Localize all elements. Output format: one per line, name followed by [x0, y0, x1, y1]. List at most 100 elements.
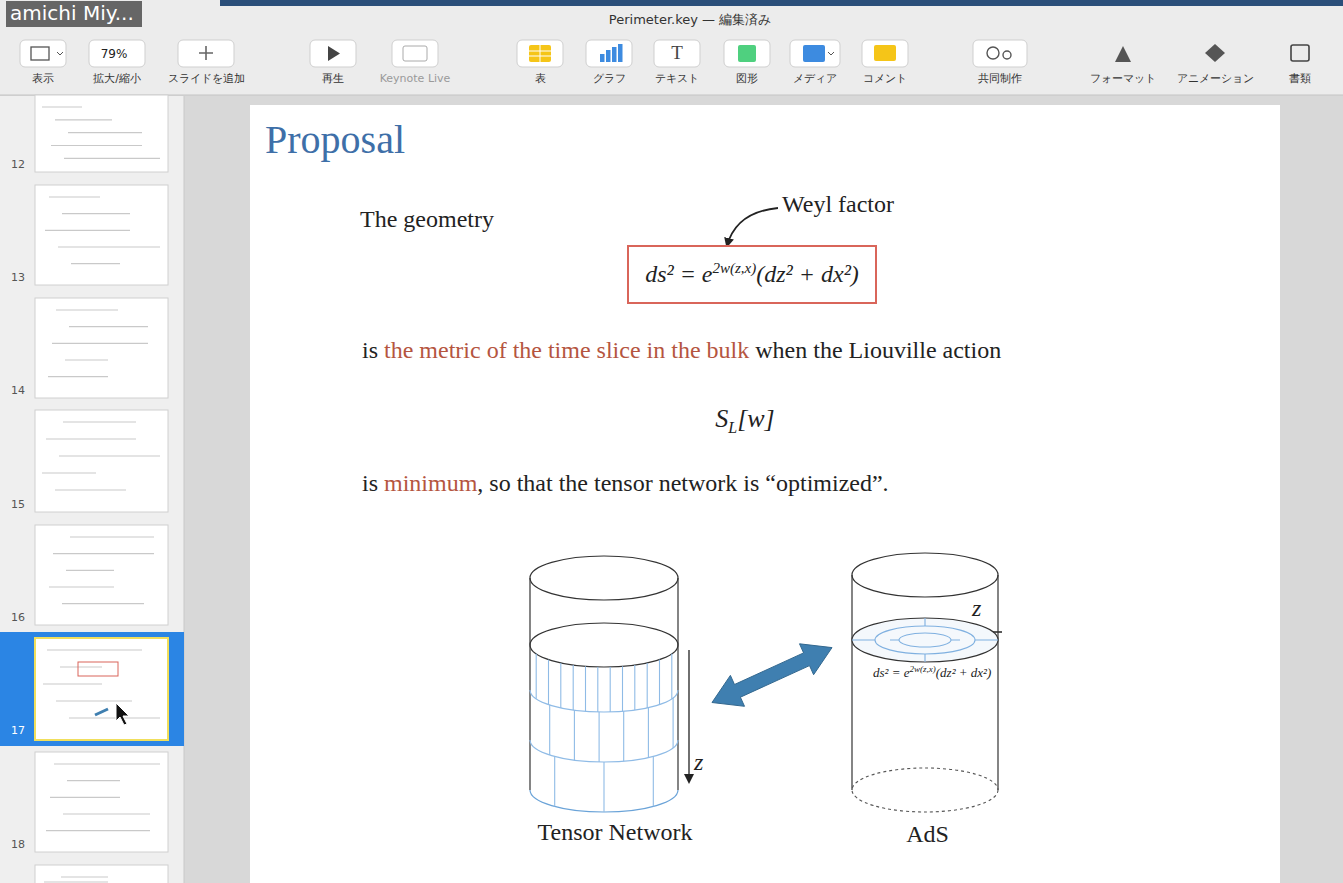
drawn-line [599, 712, 600, 762]
thumbnail-scribble [55, 489, 126, 490]
slide-text: is [362, 337, 378, 363]
thumbnail-scribble [46, 438, 136, 439]
toolbar-button [392, 40, 438, 67]
slide-text: , so that the tensor network is “optimiz… [477, 470, 888, 496]
thumbnail-scribble [45, 230, 130, 231]
slide-text: z [972, 594, 981, 623]
slide-text: ds² = e [873, 665, 910, 680]
thumbnail-scribble [47, 649, 142, 650]
formula-text: (dz² + dx²) [756, 261, 859, 287]
sidebar-border [184, 96, 185, 883]
thumbnail-scribble [49, 196, 100, 197]
toolbar-button [862, 40, 908, 67]
toolbar-label: 表示 [32, 72, 54, 85]
thumbnail-scribble [63, 421, 136, 422]
z-axis-arrow [688, 650, 689, 782]
formula-exponent: 2w(z,x) [713, 260, 757, 276]
toolbar-button [20, 40, 66, 67]
toolbar-label: フォーマット [1090, 72, 1156, 85]
toolbar-button [178, 40, 234, 67]
slide-text: 2w(z,x) [910, 664, 936, 674]
text-line: SL[w] [715, 403, 774, 437]
thumbnail-scribble [67, 780, 120, 781]
drawn-line [560, 663, 561, 708]
slide-number: 17 [11, 724, 25, 737]
toolbar-label: メディア [793, 72, 837, 85]
slide-number: 13 [11, 271, 25, 284]
drawn-line [549, 705, 550, 755]
text-line: isminimum, so that the tensor network is… [362, 469, 889, 498]
mouse-cursor [116, 703, 129, 725]
selection-band [0, 632, 184, 746]
format-icon [1115, 46, 1131, 62]
document-icon [1291, 45, 1309, 61]
thumbnail-scribble [68, 132, 142, 133]
drawn-ellipse [852, 553, 998, 597]
toolbar [0, 0, 1343, 95]
toolbar-border [0, 95, 1343, 96]
drawn-ellipse [530, 623, 678, 667]
sidebar [0, 96, 184, 883]
drawn-line [659, 660, 660, 705]
drawn-line [536, 654, 537, 699]
thumbnail-scribble [58, 246, 160, 247]
drawn-ellipse [530, 556, 678, 600]
toolbar-label: テキスト [655, 72, 699, 85]
thumbnail-arrow [95, 709, 108, 715]
table-grid [529, 45, 551, 62]
thumbnail-scribble [51, 145, 142, 146]
media-icon [803, 45, 825, 62]
slide-text: L [728, 419, 737, 436]
toolbar-label: amichi Miy... [6, 1, 142, 27]
slide-text: the metric of the time slice in the bulk [384, 337, 749, 363]
view-icon [31, 47, 49, 60]
cylinder-figure: AdS [840, 550, 1015, 855]
drawn-line [610, 667, 611, 712]
thumbnail-scribble [63, 813, 150, 814]
slide-text: Weyl factor [782, 190, 894, 219]
chart-bar [612, 47, 617, 62]
toolbar-label: 書類 [1289, 72, 1311, 85]
drawn-ellipse [899, 633, 951, 647]
thumbnail-scribble [49, 586, 114, 587]
toolbar-label: グラフ [593, 72, 626, 85]
thumbnail-scribble [52, 343, 148, 344]
drawn-line [648, 708, 649, 758]
toolbar-button [586, 40, 632, 67]
toolbar-button [310, 40, 356, 67]
slide-number: 16 [11, 611, 25, 624]
collab-icon [1003, 51, 1011, 59]
toolbar-label: 表 [535, 72, 546, 85]
toolbar-label: Keynote Live [380, 72, 451, 85]
slide-text: S [715, 404, 728, 433]
text-line: ds² = e2w(z,x)(dz² + dx²) [871, 664, 993, 681]
slide-text: is [362, 470, 378, 496]
toolbar-label: 図形 [736, 72, 758, 85]
thumbnail-scribble [69, 326, 148, 327]
toolbar-label: 再生 [322, 72, 344, 85]
thumbnail-scribble [71, 263, 120, 264]
toolbar-label: 79% [101, 47, 128, 61]
drawn-line [653, 756, 654, 806]
toolbar-button [724, 40, 770, 67]
slide-text: (dz² + dx²) [936, 665, 992, 680]
thumbnail-scribble [69, 717, 160, 718]
drawn-line [597, 667, 598, 712]
drawn-line [554, 756, 555, 806]
drawn-line [603, 762, 604, 812]
live-icon [403, 46, 427, 61]
figure-caption: Tensor Network [520, 818, 710, 847]
double-arrow [712, 644, 832, 707]
drawn-line [622, 666, 623, 711]
drawn-line [634, 665, 635, 710]
toolbar-label: スライドを追加 [168, 72, 245, 85]
thumbnail [35, 95, 168, 172]
drawn-line [529, 578, 530, 790]
thumbnail [35, 410, 168, 512]
drawn-ellipse [852, 768, 998, 812]
toolbar-buttons [20, 40, 1309, 67]
toolbar-button [973, 40, 1027, 67]
drawn-line [851, 575, 852, 790]
thumbnail-scribble [46, 830, 150, 831]
slide-title: Proposal [265, 116, 405, 164]
